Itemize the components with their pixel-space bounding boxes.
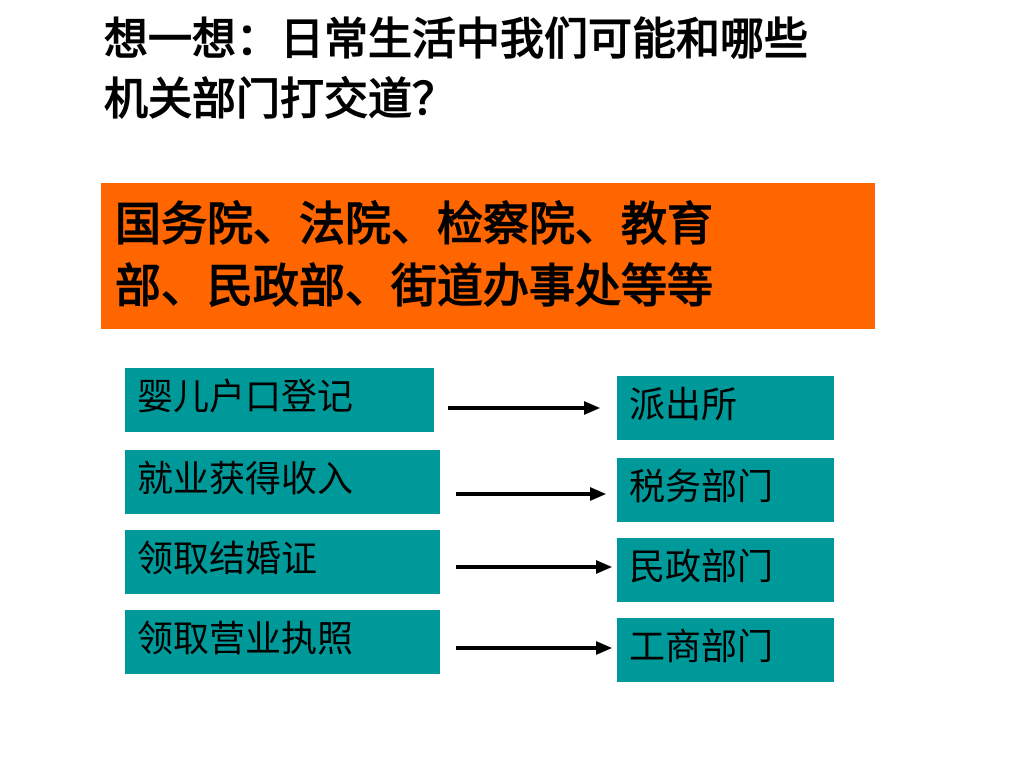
arrow-4	[456, 641, 612, 655]
question-line-1: 想一想：日常生活中我们可能和哪些	[104, 14, 808, 65]
arrow-1	[448, 401, 600, 415]
activity-box-2: 就业获得收入	[125, 450, 440, 514]
department-box-1: 派出所	[617, 376, 834, 440]
question-heading: 想一想：日常生活中我们可能和哪些 机关部门打交道？	[104, 10, 944, 130]
activity-box-1: 婴儿户口登记	[125, 368, 434, 432]
institutions-line-2: 部、民政部、街道办事处等等	[115, 259, 713, 313]
institutions-box: 国务院、法院、检察院、教育 部、民政部、街道办事处等等	[101, 183, 875, 329]
question-line-2: 机关部门打交道？	[104, 74, 456, 125]
department-box-2: 税务部门	[617, 458, 834, 522]
activity-box-3: 领取结婚证	[125, 530, 440, 594]
institutions-line-1: 国务院、法院、检察院、教育	[115, 197, 713, 251]
activity-box-4: 领取营业执照	[125, 610, 440, 674]
department-box-3: 民政部门	[617, 538, 834, 602]
arrow-3	[456, 560, 612, 574]
arrow-2	[456, 487, 606, 501]
department-box-4: 工商部门	[617, 618, 834, 682]
